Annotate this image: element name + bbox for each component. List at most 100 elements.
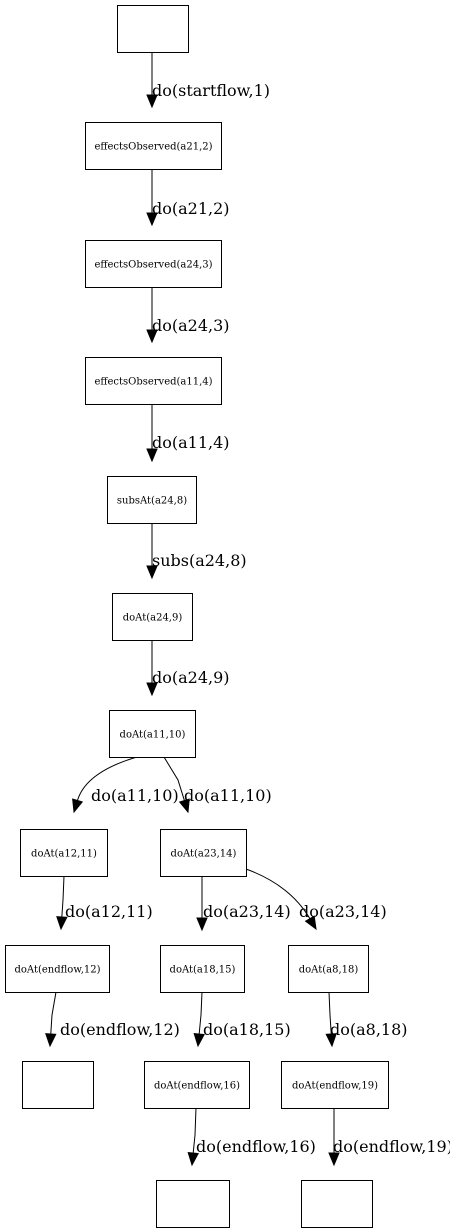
- arrowhead: [146, 682, 158, 697]
- arrowhead: [56, 916, 68, 931]
- edge-line: [192, 1107, 197, 1154]
- edge-label: do(a24,3): [152, 316, 230, 335]
- edge-line: [198, 991, 203, 1035]
- node-label: doAt(endflow,16): [154, 1081, 240, 1092]
- edge-label: do(startflow,1): [152, 81, 270, 100]
- edge-n3-n4: do(a11,4): [146, 404, 230, 463]
- node-label: subsAt(a24,8): [117, 496, 187, 507]
- arrowhead: [45, 1033, 57, 1048]
- node-n4: subsAt(a24,8): [107, 476, 197, 524]
- node-label: doAt(a8,18): [299, 965, 359, 976]
- node-n14: doAt(endflow,19): [281, 1061, 389, 1109]
- node-n13: doAt(endflow,16): [144, 1061, 250, 1109]
- node-n9: doAt(endflow,12): [5, 945, 110, 993]
- node-box: [117, 5, 189, 53]
- edge-label: do(a23,14): [203, 902, 291, 921]
- node-box: [160, 945, 245, 993]
- edge-label: do(a8,18): [330, 1020, 408, 1039]
- node-box: [281, 1061, 389, 1109]
- node-box: [85, 122, 222, 170]
- edge-label: do(a21,2): [152, 199, 230, 218]
- edge-n5-n6: do(a24,9): [146, 640, 230, 697]
- node-box: [112, 593, 193, 641]
- node-label: doAt(endflow,19): [292, 1081, 378, 1092]
- edge-label: do(a11,10): [184, 786, 272, 805]
- edge-line: [76, 756, 138, 801]
- node-n7: doAt(a12,11): [20, 829, 108, 877]
- arrowhead: [146, 329, 158, 344]
- edge-label: do(a24,9): [152, 668, 230, 687]
- arrowhead: [328, 1152, 340, 1167]
- node-box: [5, 945, 110, 993]
- arrowhead: [72, 798, 84, 814]
- edge-line: [245, 868, 311, 919]
- node-box: [85, 240, 222, 288]
- node-n3: effectsObserved(a11,4): [85, 357, 222, 405]
- node-label: doAt(a23,14): [171, 849, 237, 860]
- edge-n6-n7: do(a11,10): [72, 756, 179, 814]
- node-n0: [117, 5, 189, 53]
- edge-n1-n2: do(a21,2): [146, 169, 230, 227]
- node-n10: doAt(a18,15): [160, 945, 245, 993]
- edge-n8-n11: do(a23,14): [245, 868, 387, 931]
- node-n12: [22, 1061, 94, 1109]
- node-label: doAt(endflow,12): [14, 965, 100, 976]
- node-box: [109, 710, 196, 758]
- node-n8: doAt(a23,14): [160, 829, 247, 877]
- node-n2: effectsObserved(a24,3): [85, 240, 222, 288]
- node-n16: [301, 1180, 373, 1228]
- edge-line: [50, 991, 57, 1035]
- node-box: [156, 1180, 230, 1228]
- edge-n9-n12: do(endflow,12): [45, 991, 180, 1048]
- edge-n6-n8: do(a11,10): [163, 756, 272, 814]
- node-label: effectsObserved(a24,3): [94, 260, 212, 271]
- edge-label: do(a18,15): [203, 1020, 291, 1039]
- edge-n8-n10: do(a23,14): [196, 876, 291, 932]
- edge-n4-n5: subs(a24,8): [146, 523, 247, 580]
- node-box: [107, 476, 197, 524]
- node-box: [85, 357, 222, 405]
- arrowhead: [146, 448, 158, 463]
- node-n11: doAt(a8,18): [288, 945, 369, 993]
- node-box: [20, 829, 108, 877]
- node-box: [160, 829, 247, 877]
- node-box: [301, 1180, 373, 1228]
- arrowhead: [196, 917, 208, 932]
- edge-label: do(endflow,16): [196, 1137, 316, 1156]
- node-box: [22, 1061, 94, 1109]
- edge-line: [328, 991, 332, 1035]
- edge-line: [163, 756, 185, 801]
- arrowhead: [187, 1151, 199, 1167]
- node-box: [144, 1061, 250, 1109]
- node-label: doAt(a11,10): [120, 730, 186, 741]
- node-box: [288, 945, 369, 993]
- edge-label: subs(a24,8): [152, 551, 247, 570]
- node-label: doAt(a18,15): [170, 965, 236, 976]
- edge-label: do(a12,11): [65, 902, 153, 921]
- arrowhead: [146, 565, 158, 580]
- edge-label: do(a11,10): [91, 786, 179, 805]
- edge-label: do(endflow,19): [333, 1137, 450, 1156]
- node-n15: [156, 1180, 230, 1228]
- node-label: doAt(a24,9): [123, 613, 183, 624]
- arrowhead: [146, 94, 158, 109]
- node-n5: doAt(a24,9): [112, 593, 193, 641]
- edge-n11-n14: do(a8,18): [325, 991, 408, 1048]
- edge-n7-n9: do(a12,11): [56, 875, 153, 931]
- edge-n13-n15: do(endflow,16): [187, 1107, 316, 1167]
- node-label: doAt(a12,11): [31, 849, 97, 860]
- arrowhead: [178, 798, 190, 814]
- node-label: effectsObserved(a21,2): [94, 142, 212, 153]
- edge-line: [61, 875, 65, 918]
- node-n1: effectsObserved(a21,2): [85, 122, 222, 170]
- edge-n0-n1: do(startflow,1): [146, 52, 270, 109]
- node-label: effectsObserved(a11,4): [94, 377, 212, 388]
- edge-n14-n16: do(endflow,19): [328, 1108, 450, 1167]
- node-n6: doAt(a11,10): [109, 710, 196, 758]
- edge-label: do(endflow,12): [60, 1020, 180, 1039]
- edge-n10-n13: do(a18,15): [193, 991, 291, 1048]
- arrowhead: [193, 1033, 205, 1048]
- edge-label: do(a23,14): [299, 902, 387, 921]
- arrowhead: [146, 212, 158, 227]
